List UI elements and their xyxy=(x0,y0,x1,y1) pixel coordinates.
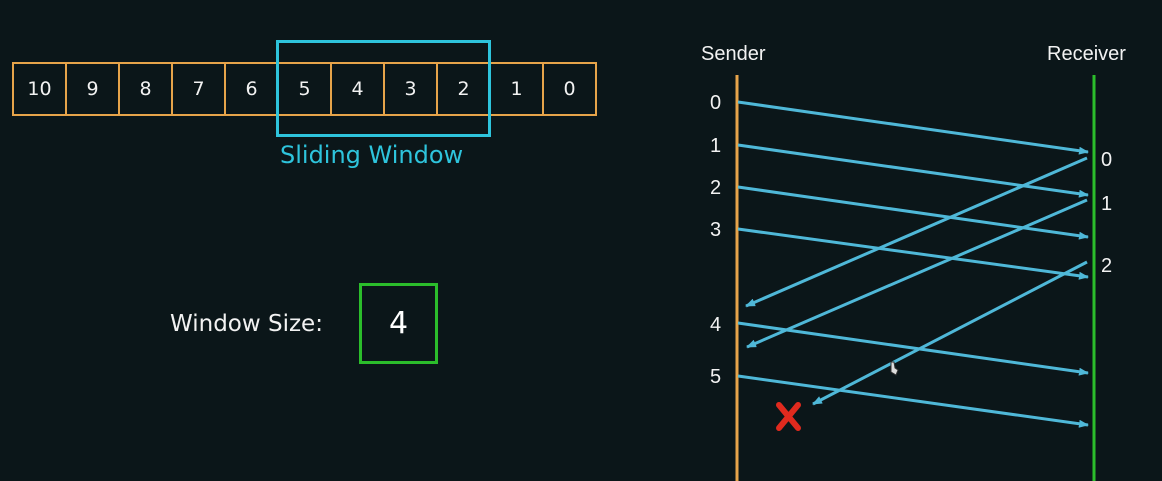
frame-arrow xyxy=(737,227,1089,280)
sender-label: Sender xyxy=(701,43,766,65)
frame-cell: 10 xyxy=(14,64,67,114)
frame-cell: 8 xyxy=(120,64,173,114)
window-size-value: 4 xyxy=(359,283,438,364)
frame-arrow xyxy=(737,374,1089,428)
frame-buffer: 10 9 8 7 6 5 4 3 2 1 0 xyxy=(12,62,597,116)
receiver-seq: 1 xyxy=(1101,193,1112,215)
sender-seq: 5 xyxy=(710,366,721,388)
frame-cell: 5 xyxy=(279,64,332,114)
cursor-hand-icon xyxy=(890,361,899,376)
sender-seq: 3 xyxy=(710,219,721,241)
sliding-window-box xyxy=(276,40,491,137)
frame-cell: 3 xyxy=(385,64,438,114)
ack-arrow xyxy=(746,198,1088,349)
ack-arrow-lost xyxy=(812,260,1088,406)
frame-cell: 9 xyxy=(67,64,120,114)
lost-x-icon xyxy=(776,402,801,431)
frame-cell: 1 xyxy=(491,64,544,114)
sender-seq: 1 xyxy=(710,135,721,157)
frame-cell: 4 xyxy=(332,64,385,114)
frame-cell: 0 xyxy=(544,64,597,114)
receiver-label: Receiver xyxy=(1047,43,1126,65)
frame-arrow xyxy=(737,100,1089,155)
sender-seq: 4 xyxy=(710,314,721,336)
sender-seq: 0 xyxy=(710,92,721,114)
frame-arrow xyxy=(737,321,1089,376)
frame-arrow xyxy=(737,143,1089,198)
receiver-seq: 0 xyxy=(1101,149,1112,171)
frame-cell: 7 xyxy=(173,64,226,114)
receiver-seq: 2 xyxy=(1101,255,1112,277)
sender-seq: 2 xyxy=(710,177,721,199)
window-size-label: Window Size: xyxy=(170,311,323,337)
ack-arrow xyxy=(745,156,1088,308)
sliding-window-label: Sliding Window xyxy=(280,141,464,169)
frame-arrow xyxy=(737,185,1089,240)
